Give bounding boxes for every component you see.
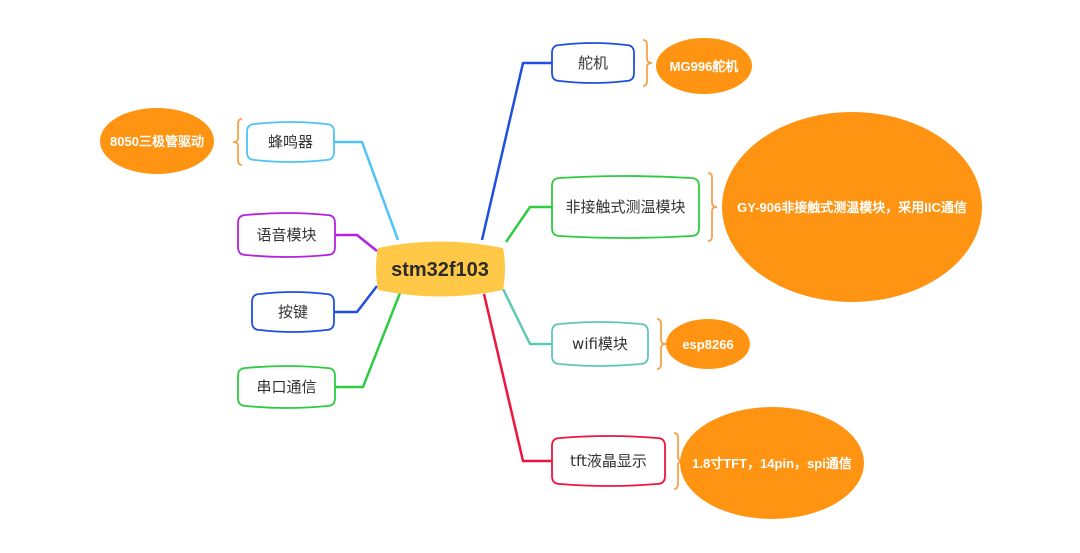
node-wifi[interactable]: wifi模块: [551, 321, 649, 367]
node-serial[interactable]: 串口通信: [237, 365, 336, 409]
connector-servo: [480, 61, 552, 241]
connector-keys: [334, 285, 378, 314]
connector-wifi: [501, 288, 552, 346]
node-temp-shape: [551, 175, 700, 239]
node-serial-label: 串口通信: [256, 378, 316, 396]
node-servo-shape: [551, 42, 635, 84]
connector-temp: [504, 205, 552, 243]
node-servo-label: 舵机: [578, 54, 608, 72]
note-servo-label: MG996舵机: [670, 59, 739, 74]
note-buzzer[interactable]: 8050三极管驱动: [100, 108, 214, 174]
connector-tft: [482, 293, 552, 463]
note-wifi[interactable]: esp8266: [666, 319, 750, 369]
note-wifi-label: esp8266: [682, 337, 733, 352]
node-keys-label: 按键: [278, 303, 308, 321]
note-servo[interactable]: MG996舵机: [656, 38, 752, 94]
note-servo-shape: [656, 38, 752, 94]
node-temp[interactable]: 非接触式测温模块: [551, 175, 700, 239]
note-buzzer-label: 8050三极管驱动: [110, 134, 204, 149]
node-wifi-label: wifi模块: [572, 335, 628, 353]
brace-temp: [707, 172, 718, 242]
node-wifi-shape: [551, 321, 649, 367]
node-voice-label: 语音模块: [256, 226, 316, 244]
node-tft-shape: [551, 435, 666, 487]
root-node-shape: [376, 241, 505, 297]
connector-voice: [335, 233, 378, 252]
note-tft-label: 1.8寸TFT，14pin，spi通信: [692, 456, 852, 471]
note-wifi-shape: [666, 319, 750, 369]
note-temp-label: GY-906非接触式测温模块，采用IIC通信: [737, 200, 967, 215]
note-temp[interactable]: GY-906非接触式测温模块，采用IIC通信: [722, 112, 982, 302]
brace-wifi: [656, 318, 667, 370]
node-buzzer-label: 蜂鸣器: [268, 133, 313, 151]
node-serial-shape: [237, 365, 336, 409]
brace-buzzer: [232, 118, 243, 166]
node-buzzer[interactable]: 蜂鸣器: [246, 121, 335, 163]
brace-servo: [642, 39, 653, 87]
connector-buzzer: [334, 140, 400, 241]
note-tft[interactable]: 1.8寸TFT，14pin，spi通信: [680, 407, 864, 519]
notes: 8050三极管驱动 MG996舵机 GY-906非接触式测温模块，采用IIC通信 es…: [100, 38, 982, 519]
note-temp-shape: [722, 112, 982, 302]
node-keys[interactable]: 按键: [251, 291, 335, 333]
root-node-label: stm32f103: [391, 259, 489, 281]
node-temp-label: 非接触式测温模块: [565, 198, 685, 216]
node-buzzer-shape: [246, 121, 335, 163]
note-buzzer-shape: [100, 108, 214, 174]
root-node[interactable]: stm32f103: [376, 241, 505, 297]
node-tft-label: tft液晶显示: [570, 452, 647, 470]
node-voice[interactable]: 语音模块: [237, 212, 336, 258]
connectors: [334, 61, 552, 463]
node-tft[interactable]: tft液晶显示: [551, 435, 666, 487]
node-voice-shape: [237, 212, 336, 258]
node-servo[interactable]: 舵机: [551, 42, 635, 84]
node-keys-shape: [251, 291, 335, 333]
connector-serial: [335, 292, 402, 389]
note-tft-shape: [680, 407, 864, 519]
